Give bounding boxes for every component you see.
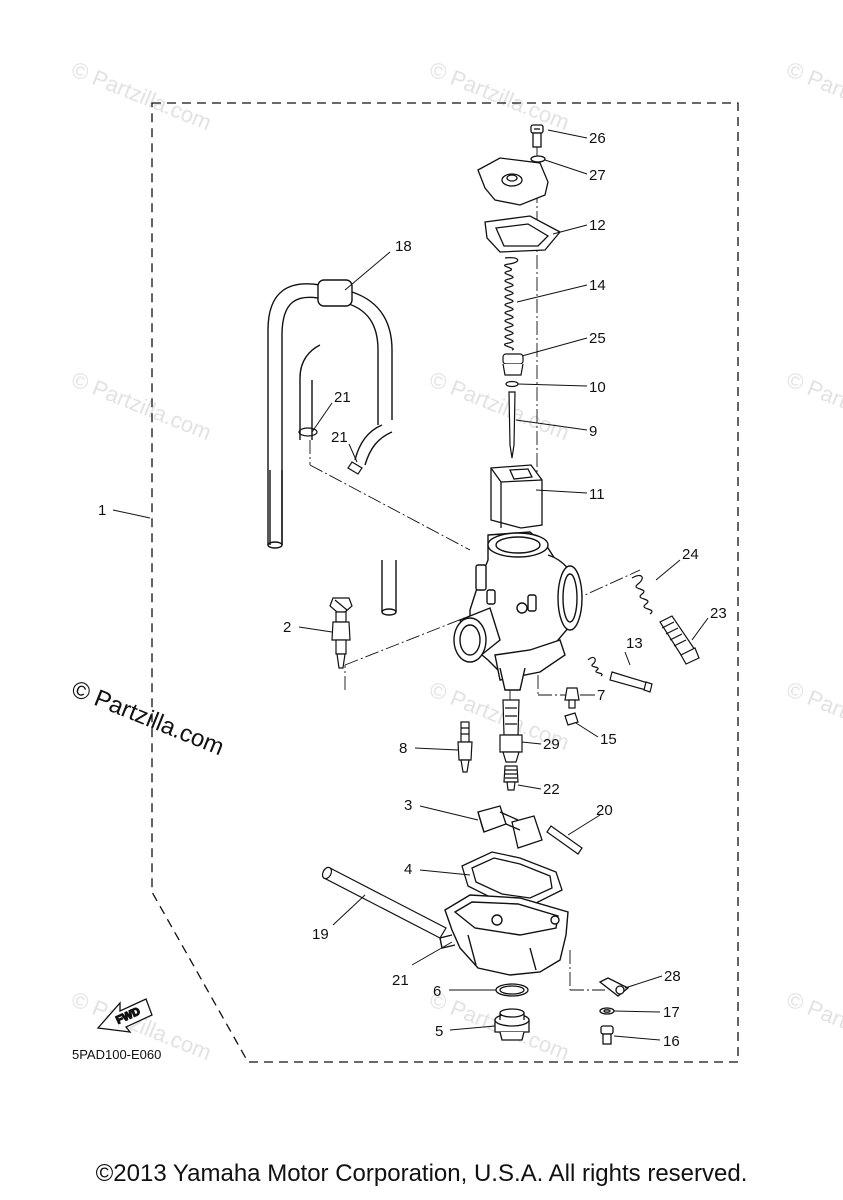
main-jet <box>503 765 519 791</box>
callout-25: 25 <box>589 330 606 347</box>
float-bowl <box>439 894 569 976</box>
top-cap-assembly <box>477 124 562 253</box>
callout-13: 13 <box>626 635 643 652</box>
watermark: © Partzilla.com <box>783 676 843 755</box>
callout-1: 1 <box>98 502 106 519</box>
callout-14: 14 <box>589 277 606 294</box>
callout-21-upper: 21 <box>334 389 351 406</box>
callout-27: 27 <box>589 167 606 184</box>
callout-26: 26 <box>589 130 606 147</box>
watermark: © Partzilla.com <box>426 366 573 445</box>
center-lines <box>309 145 641 991</box>
callout-4: 4 <box>404 861 412 878</box>
fwd-arrow: FWD <box>96 998 153 1033</box>
callout-18: 18 <box>395 238 412 255</box>
callout-29: 29 <box>543 736 560 753</box>
starter-plunger <box>329 597 353 669</box>
callout-20: 20 <box>596 802 613 819</box>
jet-needle-assembly <box>502 353 524 459</box>
callout-labels: 26 27 12 18 14 25 10 21 21 9 11 1 24 23 … <box>72 130 727 1062</box>
watermark: © Partzilla.com <box>783 56 843 135</box>
bowl-gasket <box>461 851 563 907</box>
vent-hose <box>267 279 397 616</box>
needle-jet <box>499 699 523 763</box>
drawing-code: 5PAD100-E060 <box>72 1047 161 1062</box>
watermark-dark: © Partzilla.com <box>68 676 228 762</box>
callout-5: 5 <box>435 1023 443 1040</box>
callout-11: 11 <box>589 486 605 503</box>
throttle-spring <box>503 257 519 351</box>
callout-3: 3 <box>404 797 412 814</box>
callout-28: 28 <box>664 968 681 985</box>
callout-12: 12 <box>589 217 606 234</box>
pilot-screw <box>587 656 653 693</box>
callout-10: 10 <box>589 379 606 396</box>
watermark: © Partzilla.com <box>68 366 215 445</box>
watermark: © Partzilla.com <box>68 56 215 135</box>
throttle-stop-screw <box>631 574 700 665</box>
callout-19: 19 <box>312 926 329 943</box>
callout-16: 16 <box>663 1033 680 1050</box>
callout-15: 15 <box>600 731 617 748</box>
float <box>477 805 543 849</box>
pilot-jet-parts <box>564 687 580 726</box>
watermark: © Partzilla.com <box>426 56 573 135</box>
float-pin <box>546 825 583 855</box>
callout-8: 8 <box>399 740 407 757</box>
copyright-notice: ©2013 Yamaha Motor Corporation, U.S.A. A… <box>95 1160 748 1187</box>
hose-clips <box>298 427 363 475</box>
callout-7: 7 <box>597 687 605 704</box>
callout-23: 23 <box>710 605 727 622</box>
callout-2: 2 <box>283 619 291 636</box>
callout-22: 22 <box>543 781 560 798</box>
throttle-valve <box>490 464 543 529</box>
assembly-boundary <box>151 102 739 1063</box>
pilot-jet <box>457 721 473 773</box>
leader-lines <box>112 129 709 1041</box>
watermark: © Partzilla.com <box>783 986 843 1065</box>
callout-24: 24 <box>682 546 699 563</box>
callout-6: 6 <box>433 983 441 1000</box>
callout-17: 17 <box>663 1004 680 1021</box>
overflow-pipe <box>321 866 447 939</box>
callout-9: 9 <box>589 423 597 440</box>
bottom-parts <box>494 977 630 1045</box>
callout-21-middle: 21 <box>331 429 348 446</box>
callout-21-lower: 21 <box>392 972 409 989</box>
carburetor-body <box>453 531 583 691</box>
watermark: © Partzilla.com <box>783 366 843 445</box>
